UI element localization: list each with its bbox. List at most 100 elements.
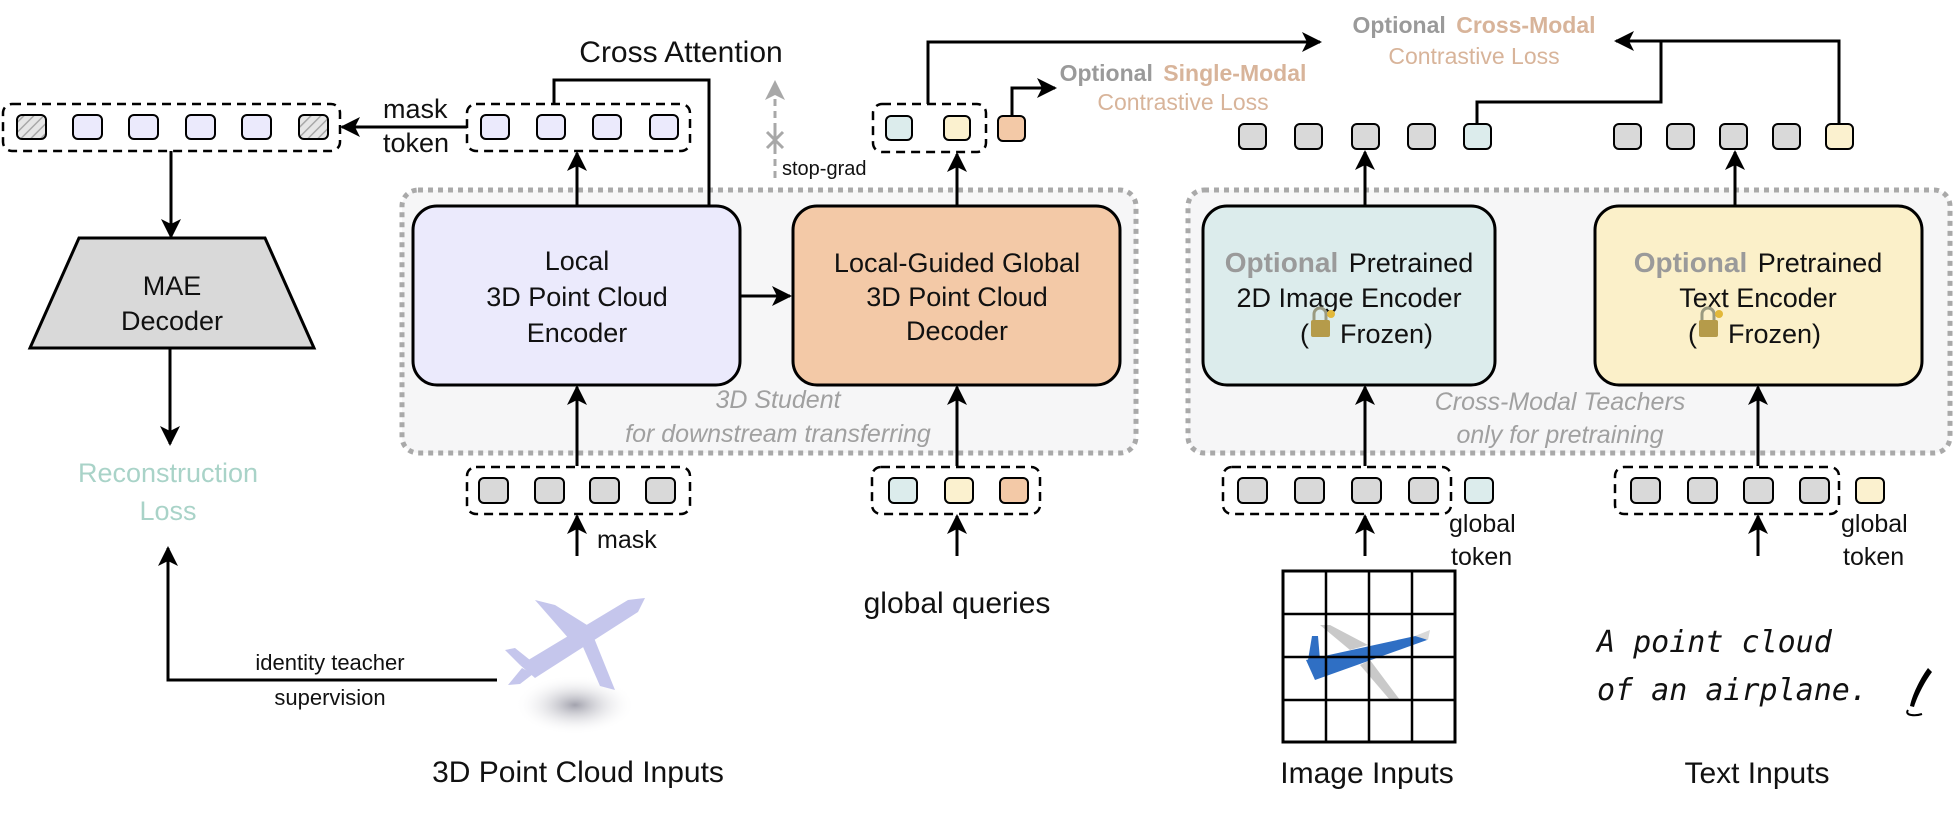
global-decoder-label-2: 3D Point Cloud: [866, 282, 1048, 312]
point-cloud-airplane-image: [505, 598, 645, 735]
text-global-token: [1825, 123, 1854, 150]
image-encoder-block[interactable]: [1201, 204, 1497, 387]
identity-label-1: identity teacher: [255, 650, 404, 675]
mask-token-label-1: mask: [383, 94, 448, 124]
optional-tag: Optional: [1352, 12, 1445, 38]
global-decoder-label-3: Decoder: [906, 316, 1008, 346]
reconstruction-loss-label-2: Loss: [139, 496, 196, 526]
token: [1743, 477, 1774, 504]
token: [1294, 477, 1325, 504]
text-global-input-token: [1855, 477, 1885, 504]
pretrained-text: Pretrained: [1758, 248, 1883, 278]
text-encoder-label-2: Text Encoder: [1679, 283, 1837, 313]
global-decoder-label-1: Local-Guided Global: [834, 248, 1080, 278]
identity-label-2: supervision: [274, 685, 385, 710]
local-encoder-label-1: Local: [545, 246, 610, 276]
text-inputs-label: Text Inputs: [1684, 757, 1829, 790]
token: [72, 114, 103, 140]
teacher-group-label-1: Cross-Modal Teachers: [1435, 388, 1686, 416]
token: [1630, 477, 1661, 504]
text-sample-line-1: A point cloud: [1595, 625, 1833, 660]
token: [1408, 477, 1439, 504]
point-cloud-inputs-label: 3D Point Cloud Inputs: [432, 756, 724, 789]
token: [1772, 123, 1801, 150]
masked-token: [298, 114, 329, 140]
global-queries-label: global queries: [864, 587, 1051, 620]
token: [1613, 123, 1642, 150]
text-encoder-label-1: Optional Pretrained: [1634, 247, 1883, 278]
image-encoder-frozen-row: ( Frozen): [1300, 306, 1433, 349]
frozen-text: Frozen): [1728, 319, 1821, 349]
single-modal-token: [997, 115, 1026, 142]
image-global-token-label-1: global: [1449, 510, 1516, 538]
image-encoder-label-1: Optional Pretrained: [1225, 247, 1474, 278]
text-encoder-frozen-row: ( Frozen): [1688, 306, 1821, 349]
single-modal-loss-label: Optional Single-Modal: [1060, 60, 1307, 86]
single-modal-query-token: [999, 477, 1029, 504]
cross-modal-loss-arrow-teachers: [1475, 31, 1663, 124]
stop-grad-cross-icon: [765, 128, 785, 152]
optional-tag: Optional: [1634, 247, 1748, 278]
image-encoder-label-2: 2D Image Encoder: [1236, 283, 1461, 313]
text-token-group: [1613, 465, 1841, 516]
frozen-text: Frozen): [1340, 319, 1433, 349]
image-global-token: [1463, 123, 1492, 150]
token: [1687, 477, 1718, 504]
mae-token-group: [1, 102, 342, 153]
text-global-token-link: [1661, 39, 1841, 124]
image-global-token-label-2: token: [1451, 543, 1512, 571]
token: [1237, 477, 1268, 504]
optional-tag: Optional: [1060, 60, 1153, 86]
mae-token-row: [16, 114, 329, 140]
token: [241, 114, 272, 140]
text-global-token-label-2: token: [1843, 543, 1904, 571]
image-patch-token-group: [1221, 465, 1453, 516]
token: [649, 114, 679, 140]
token: [1666, 123, 1695, 150]
cross-modal-kind: Cross-Modal: [1456, 12, 1595, 38]
image-aligned-token: [885, 115, 913, 141]
token: [128, 114, 159, 140]
text-query-token: [944, 477, 974, 504]
teacher-group-label-2: only for pretraining: [1456, 421, 1663, 449]
text-global-token-label-1: global: [1841, 510, 1908, 538]
text-aligned-token: [943, 115, 971, 141]
text-teacher-output-tokens: [1613, 123, 1854, 150]
token: [592, 114, 622, 140]
masked-token: [16, 114, 47, 140]
token: [1351, 477, 1382, 504]
mask-label: mask: [597, 526, 657, 554]
image-teacher-output-tokens: [1238, 123, 1492, 150]
mae-decoder-block: [27, 236, 317, 350]
cross-attention-label: Cross Attention: [579, 36, 782, 69]
cross-modal-loss-label: Optional Cross-Modal: [1352, 12, 1595, 38]
token: [478, 477, 509, 504]
image-inputs-label: Image Inputs: [1280, 757, 1453, 790]
image-global-input-token: [1464, 477, 1494, 504]
image-query-token: [888, 477, 918, 504]
token: [536, 114, 566, 140]
single-modal-kind: Single-Modal: [1163, 60, 1306, 86]
token: [1351, 123, 1380, 150]
text-sample-line-2: of an airplane.: [1597, 673, 1868, 708]
paren-open: (: [1688, 319, 1697, 349]
lock-icon: [1311, 306, 1335, 337]
token: [534, 477, 565, 504]
token: [1407, 123, 1436, 150]
lock-icon: [1699, 306, 1723, 337]
single-modal-loss-arrow: [1010, 78, 1057, 116]
reconstruction-loss-label-1: Reconstruction: [78, 458, 258, 488]
stop-grad-label: stop-grad: [782, 158, 867, 180]
image-input-grid: [1281, 569, 1457, 744]
cross-modal-loss-arrow-student: [926, 32, 1322, 104]
token: [1719, 123, 1748, 150]
cross-modal-loss-label-2: Contrastive Loss: [1388, 43, 1559, 69]
identity-supervision-arrow: [158, 546, 497, 682]
token: [645, 477, 676, 504]
mae-decoder-label-1: MAE: [143, 271, 202, 301]
mae-decoder-label-2: Decoder: [121, 306, 223, 336]
token: [480, 114, 510, 140]
token: [1799, 477, 1830, 504]
quill-pen-icon: [1906, 668, 1932, 717]
